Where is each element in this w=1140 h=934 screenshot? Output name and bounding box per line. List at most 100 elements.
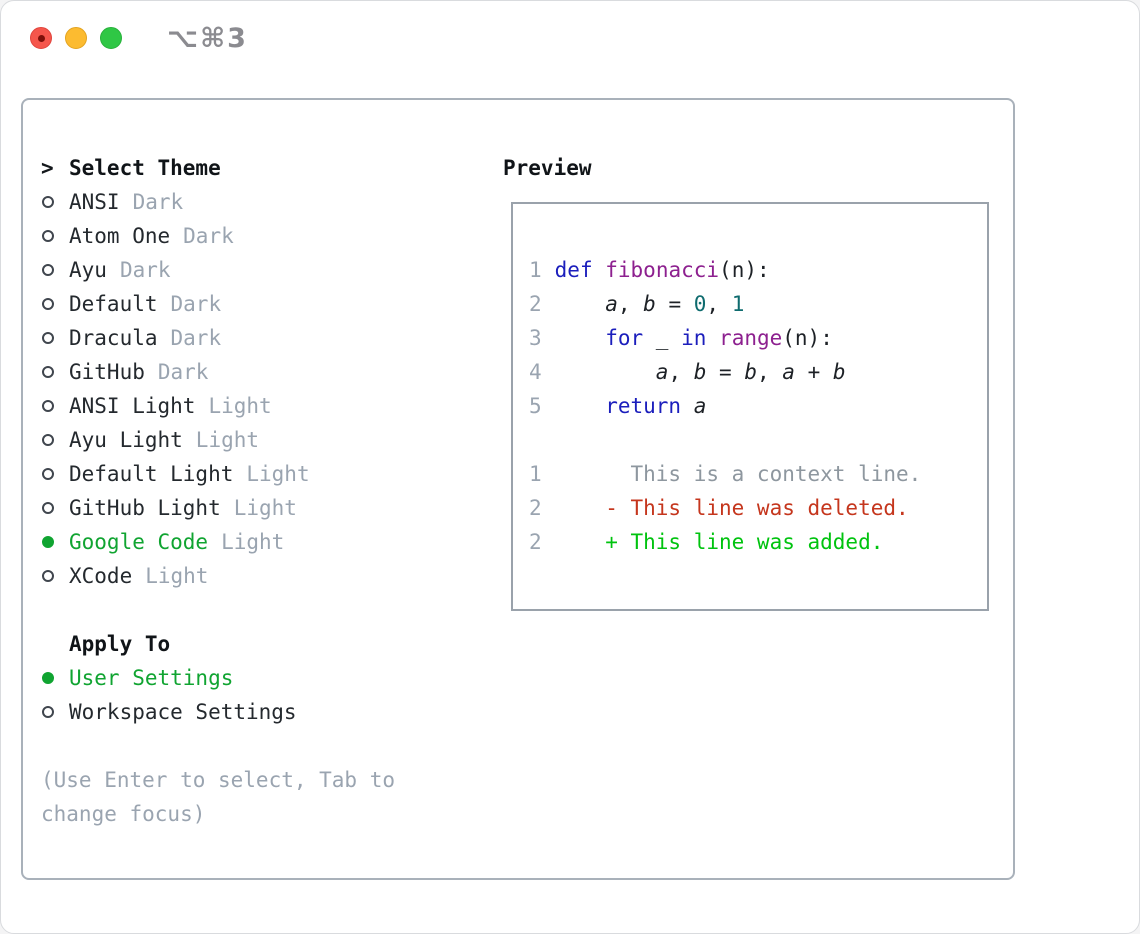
- code-line: 1 def fibonacci(n):: [529, 253, 987, 287]
- close-button[interactable]: [30, 27, 52, 49]
- radio-icon: [42, 298, 54, 310]
- line-number: 2: [529, 530, 542, 554]
- code-token: =: [655, 292, 694, 316]
- zoom-button[interactable]: [100, 27, 122, 49]
- code-token: ,: [706, 292, 732, 316]
- code-line: 3 for _ in range(n):: [529, 321, 987, 355]
- theme-option-ansi-light[interactable]: ANSI Light Light: [41, 389, 441, 423]
- code-line: 2 + This line was added.: [529, 525, 987, 559]
- radio-icon: [42, 706, 54, 718]
- option-label: GitHub Light: [69, 496, 221, 520]
- window-title: ⌥⌘3: [167, 23, 248, 54]
- line-number: 1: [529, 462, 542, 486]
- code-token: 0: [693, 292, 707, 316]
- code-token: a: [782, 360, 795, 384]
- spacer: [41, 729, 441, 763]
- code-token: [542, 491, 605, 525]
- code-token: =: [706, 360, 745, 384]
- code-token: b: [832, 360, 846, 384]
- code-token: (n):: [782, 326, 833, 350]
- code-token: in: [681, 326, 707, 350]
- select-theme-title: Select Theme: [69, 156, 221, 180]
- radio-icon: [42, 264, 54, 276]
- code-token: fibonacci: [605, 258, 720, 282]
- option-label: Google Code: [69, 530, 209, 554]
- code-token: b: [643, 292, 656, 316]
- radio-icon: [42, 400, 54, 412]
- radio-icon: [42, 196, 54, 208]
- apply-option-workspace-settings[interactable]: Workspace Settings: [41, 695, 441, 729]
- option-variant-label: Light: [208, 394, 272, 418]
- option-variant-label: Dark: [119, 258, 171, 282]
- option-variant-label: Light: [221, 530, 285, 554]
- code-line: 1 This is a context line.: [529, 457, 987, 491]
- preview-title: Preview: [503, 156, 592, 180]
- line-number: 2: [529, 292, 542, 316]
- code-token: ,: [617, 292, 644, 316]
- line-number: 1: [529, 258, 542, 282]
- code-token: [542, 389, 605, 423]
- option-label: Atom One: [69, 224, 171, 248]
- title-bar: ⌥⌘3: [1, 1, 1139, 71]
- theme-option-xcode[interactable]: XCode Light: [41, 559, 441, 593]
- code-token: a: [693, 394, 707, 418]
- code-line: 2 a, b = 0, 1: [529, 287, 987, 321]
- option-label: Default: [69, 292, 158, 316]
- code-token: range: [719, 326, 783, 350]
- line-number: 3: [529, 326, 542, 350]
- code-token: (n):: [719, 258, 770, 282]
- code-token: 1: [731, 292, 745, 316]
- option-variant-label: Dark: [132, 190, 184, 214]
- option-variant-label: Dark: [170, 292, 222, 316]
- code-line: [529, 423, 987, 457]
- code-line: 2 - This line was deleted.: [529, 491, 987, 525]
- code-token: [542, 287, 605, 321]
- code-token: - This line was deleted.: [605, 496, 909, 520]
- theme-option-atom-one[interactable]: Atom One Dark: [41, 219, 441, 253]
- code-token: ,: [757, 360, 783, 384]
- option-label: Dracula: [69, 326, 158, 350]
- radio-icon: [42, 332, 54, 344]
- option-variant-label: Dark: [170, 326, 222, 350]
- option-label: ANSI: [69, 190, 120, 214]
- code-token: [542, 253, 555, 287]
- option-variant-label: Dark: [183, 224, 234, 248]
- radio-icon: [42, 502, 54, 514]
- theme-option-default[interactable]: Default Dark: [41, 287, 441, 321]
- code-token: [593, 253, 606, 287]
- code-token: b: [744, 360, 757, 384]
- help-text: (Use Enter to select, Tab to change focu…: [41, 768, 396, 826]
- minimize-button[interactable]: [65, 27, 87, 49]
- option-label: ANSI Light: [69, 394, 196, 418]
- option-variant-label: Light: [145, 564, 209, 588]
- apply-option-user-settings[interactable]: User Settings: [41, 661, 441, 695]
- radio-icon: [42, 434, 54, 446]
- code-token: for: [605, 326, 644, 350]
- option-variant-label: Dark: [157, 360, 209, 384]
- option-variant-label: Light: [195, 428, 260, 452]
- radio-selected-icon: [42, 536, 54, 548]
- radio-icon: [42, 230, 54, 242]
- code-token: return: [605, 394, 682, 418]
- code-line: 4 a, b = b, a + b: [529, 355, 987, 389]
- code-token: +: [794, 360, 833, 384]
- option-label: Default Light: [69, 462, 234, 486]
- code-token: def: [554, 258, 593, 282]
- code-token: [681, 389, 694, 423]
- theme-option-google-code[interactable]: Google Code Light: [41, 525, 441, 559]
- option-label: XCode: [69, 564, 133, 588]
- selection-cursor-icon: >: [41, 156, 54, 180]
- theme-option-ansi[interactable]: ANSI Dark: [41, 185, 441, 219]
- theme-option-dracula[interactable]: Dracula Dark: [41, 321, 441, 355]
- code-token: a: [655, 360, 669, 384]
- code-token: _: [643, 326, 682, 350]
